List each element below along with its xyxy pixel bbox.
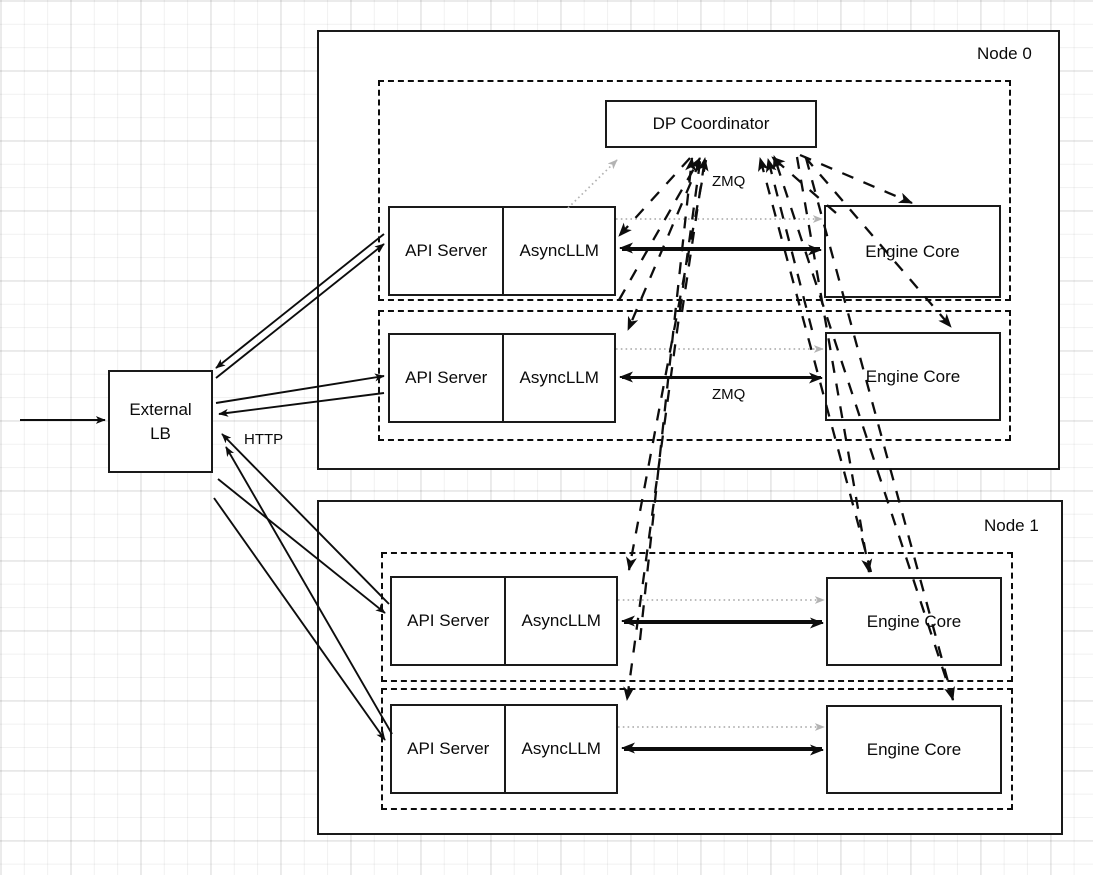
async-llm-label: AsyncLLM <box>502 335 614 421</box>
external-lb-label-line2: LB <box>150 423 171 443</box>
zmq-edge-label-top: ZMQ <box>712 173 746 190</box>
node-0-engine-core-0[interactable]: Engine Core <box>824 205 1001 298</box>
engine-core-label: Engine Core <box>865 241 960 261</box>
engine-core-label: Engine Core <box>866 611 962 631</box>
external-lb-box[interactable]: External LB <box>108 370 213 473</box>
node-1-engine-core-1[interactable]: Engine Core <box>826 705 1002 794</box>
api-server-label: API Server <box>407 739 490 758</box>
zmq-edge-label-bottom: ZMQ <box>712 386 746 403</box>
api-server-label: API Server <box>405 368 488 387</box>
node-0-label: Node 0 <box>977 44 1032 63</box>
http-edge-label: HTTP <box>244 431 284 448</box>
node-1-engine-core-0[interactable]: Engine Core <box>826 577 1002 666</box>
dp-coordinator-label: DP Coordinator <box>652 114 770 133</box>
external-lb-label-line1: External <box>129 399 192 419</box>
engine-core-label: Engine Core <box>866 739 962 759</box>
node-0-apiserver-asyncllm-0[interactable]: API Server AsyncLLM <box>388 206 616 296</box>
node-1-label: Node 1 <box>984 516 1039 535</box>
dp-coordinator-box[interactable]: DP Coordinator <box>605 100 817 148</box>
node-1-apiserver-asyncllm-1[interactable]: API Server AsyncLLM <box>390 704 618 794</box>
node-0-engine-core-1[interactable]: Engine Core <box>825 332 1001 421</box>
engine-core-label: Engine Core <box>865 366 961 386</box>
node-1-apiserver-asyncllm-0[interactable]: API Server AsyncLLM <box>390 576 618 666</box>
api-server-label: API Server <box>407 611 490 630</box>
node-0-apiserver-asyncllm-1[interactable]: API Server AsyncLLM <box>388 333 616 423</box>
async-llm-label: AsyncLLM <box>502 208 614 294</box>
api-server-label: API Server <box>405 241 488 260</box>
async-llm-label: AsyncLLM <box>504 706 616 792</box>
async-llm-label: AsyncLLM <box>504 578 616 664</box>
